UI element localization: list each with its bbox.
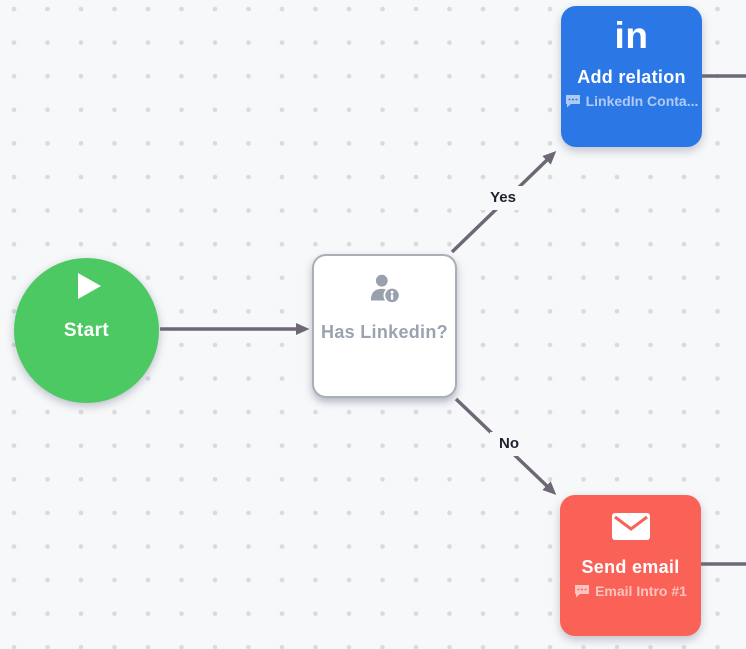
start-node-label: Start xyxy=(63,320,110,341)
add-relation-title: Add relation xyxy=(577,67,686,87)
add-relation-subtitle-text: LinkedIn Conta... xyxy=(585,93,699,109)
linkedin-icon: in xyxy=(614,15,649,56)
condition-node-label: Has Linkedin? xyxy=(321,322,448,342)
add-relation-node[interactable]: in Add relation LinkedIn Conta... xyxy=(561,6,702,147)
comment-icon xyxy=(575,585,590,598)
add-relation-subtitle: LinkedIn Conta... xyxy=(565,92,699,110)
envelope-icon xyxy=(611,513,650,540)
send-email-subtitle-text: Email Intro #1 xyxy=(595,583,687,599)
send-email-title: Send email xyxy=(581,557,680,577)
edge-label-yes[interactable]: Yes xyxy=(481,186,525,210)
edge-label-no[interactable]: No xyxy=(490,432,528,456)
start-node[interactable]: Start xyxy=(14,258,159,403)
person-info-icon xyxy=(370,274,401,304)
condition-node[interactable]: Has Linkedin? xyxy=(312,254,457,398)
comment-icon xyxy=(565,95,580,108)
send-email-subtitle: Email Intro #1 xyxy=(574,582,687,600)
play-icon xyxy=(78,273,101,299)
send-email-node[interactable]: Send email Email Intro #1 xyxy=(560,495,701,636)
